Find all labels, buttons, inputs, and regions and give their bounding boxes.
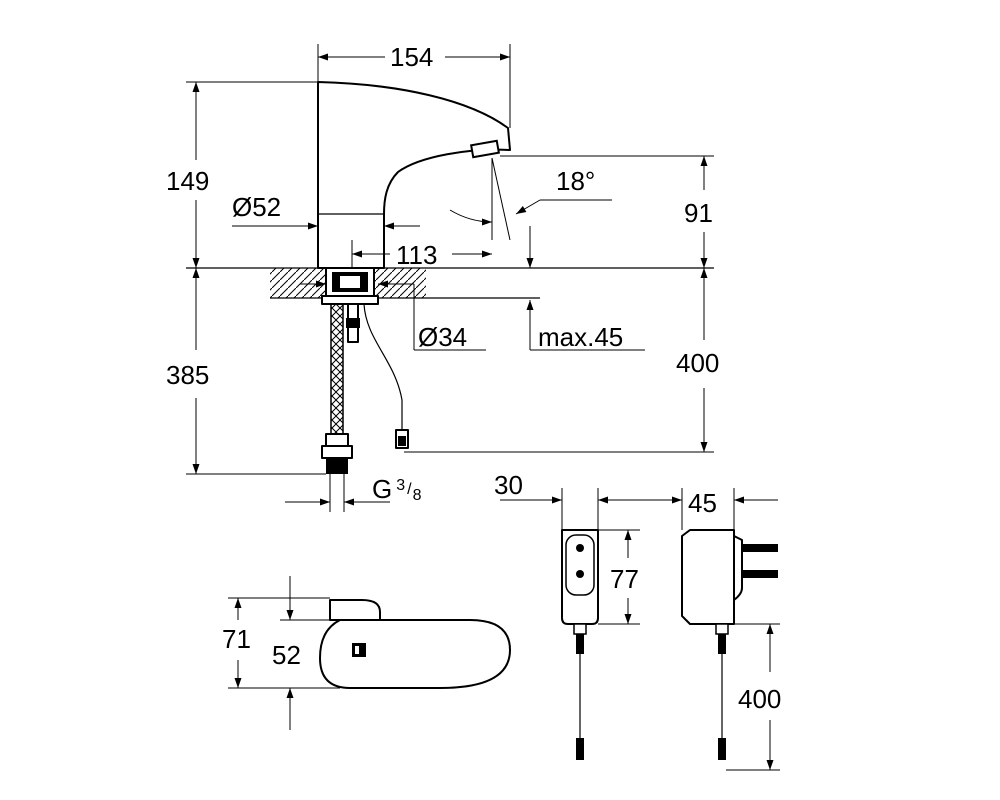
label-adapter-depth: 45 (688, 488, 717, 518)
label-top-view-height: 71 (222, 624, 251, 654)
label-hole-diameter: Ø34 (418, 322, 467, 352)
label-adapter-width: 30 (494, 470, 523, 500)
label-spout-clearance: 91 (684, 198, 713, 228)
adapter-side-view (681, 529, 778, 760)
countertop (186, 267, 714, 299)
label-spout-length: 154 (390, 42, 433, 72)
adapter-front-view (561, 529, 599, 760)
label-body-height: 149 (166, 166, 209, 196)
label-hose-length: 385 (166, 360, 209, 390)
label-total-hose-length: 400 (676, 348, 719, 378)
top-view-dimensions (228, 576, 340, 730)
top-view (319, 599, 511, 689)
label-adapter-height: 77 (610, 564, 639, 594)
faucet-body (317, 81, 511, 305)
supply-hose (321, 303, 353, 474)
label-base-diameter: Ø52 (232, 192, 281, 222)
spout-aerator (469, 139, 501, 159)
label-top-view-width: 52 (272, 640, 301, 670)
label-max-thickness: max.45 (538, 322, 623, 352)
sensor-cable (346, 303, 409, 449)
label-spout-angle: 18° (556, 166, 595, 196)
label-adapter-cable-length: 400 (738, 684, 781, 714)
dimension-lines (186, 44, 714, 512)
dimension-labels: 154 149 Ø52 18° 91 113 Ø34 max.45 400 38… (166, 42, 781, 714)
label-spout-reach: 113 (396, 240, 437, 270)
adapter-side-dimensions (600, 488, 780, 771)
